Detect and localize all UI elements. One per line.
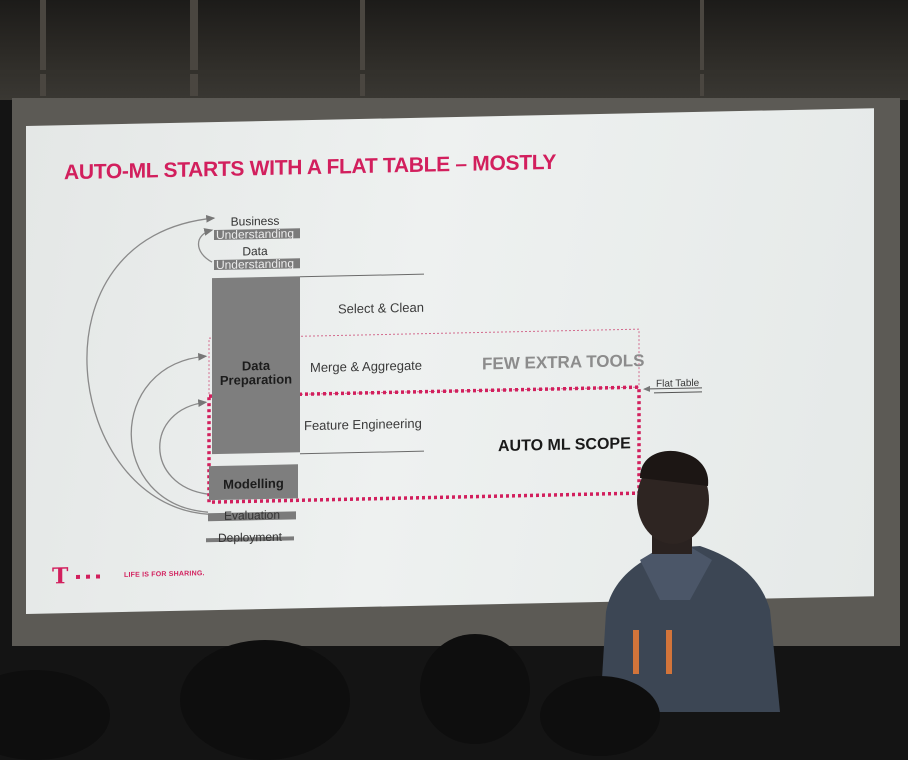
auto-ml-scope-region xyxy=(207,385,641,504)
ceiling-beam xyxy=(360,0,365,96)
ceiling-beam xyxy=(700,0,704,96)
audience-head xyxy=(180,640,350,760)
venue-ceiling xyxy=(0,0,908,100)
ceiling-beam xyxy=(40,0,46,96)
audience-head xyxy=(540,676,660,756)
process-diagram xyxy=(86,214,702,515)
ceiling-beam xyxy=(0,70,908,74)
ceiling-beam xyxy=(190,0,198,96)
flat-table-pointer xyxy=(643,385,702,392)
feedback-arc-modelling-to-features xyxy=(159,399,209,495)
feedback-arc-evaluation-to-preparation xyxy=(130,352,209,513)
audience-head xyxy=(420,634,530,744)
speaker-silhouette xyxy=(600,450,780,712)
flat-table-underline xyxy=(654,391,702,394)
feedback-arc-evaluation-to-business xyxy=(86,214,216,515)
feedback-arc-understanding xyxy=(197,228,214,263)
presentation-slide: AUTO-ML STARTS WITH A FLAT TABLE – MOSTL… xyxy=(26,108,874,614)
